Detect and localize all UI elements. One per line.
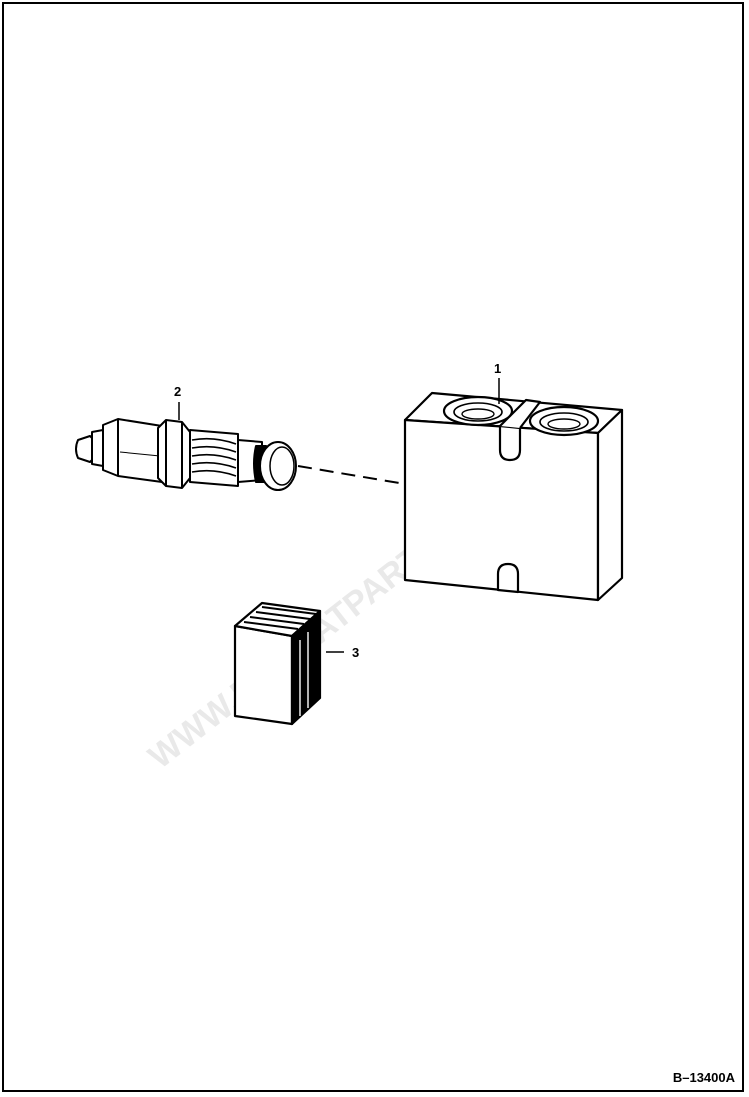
figure-id: B–13400A [672,1070,735,1085]
block-bottom-slot [496,562,520,594]
assembly-centerline [297,465,406,485]
callout-3-label: 3 [352,645,359,660]
decal-side [290,609,322,726]
callout-1: 1 [494,361,501,404]
block-port-right [528,405,600,437]
valve-tip [75,435,93,463]
decal-front [233,624,294,726]
threaded-section [189,429,239,487]
callout-3: 3 [326,645,359,660]
thread-lines [191,437,237,477]
valve-block [403,391,624,602]
decal-label [233,601,322,726]
cartridge-valve [75,418,297,491]
callout-2-label: 2 [174,384,181,399]
block-top-slot [498,424,522,462]
callout-1-label: 1 [494,361,501,376]
valve-end-cap [259,441,297,491]
valve-tip-collar [91,429,104,467]
block-side-face [596,408,624,602]
callout-2: 2 [174,384,181,420]
block-port-left [442,395,514,427]
decal-top-stripes [243,606,317,630]
valve-body [102,418,163,483]
hex-nut [157,419,191,489]
